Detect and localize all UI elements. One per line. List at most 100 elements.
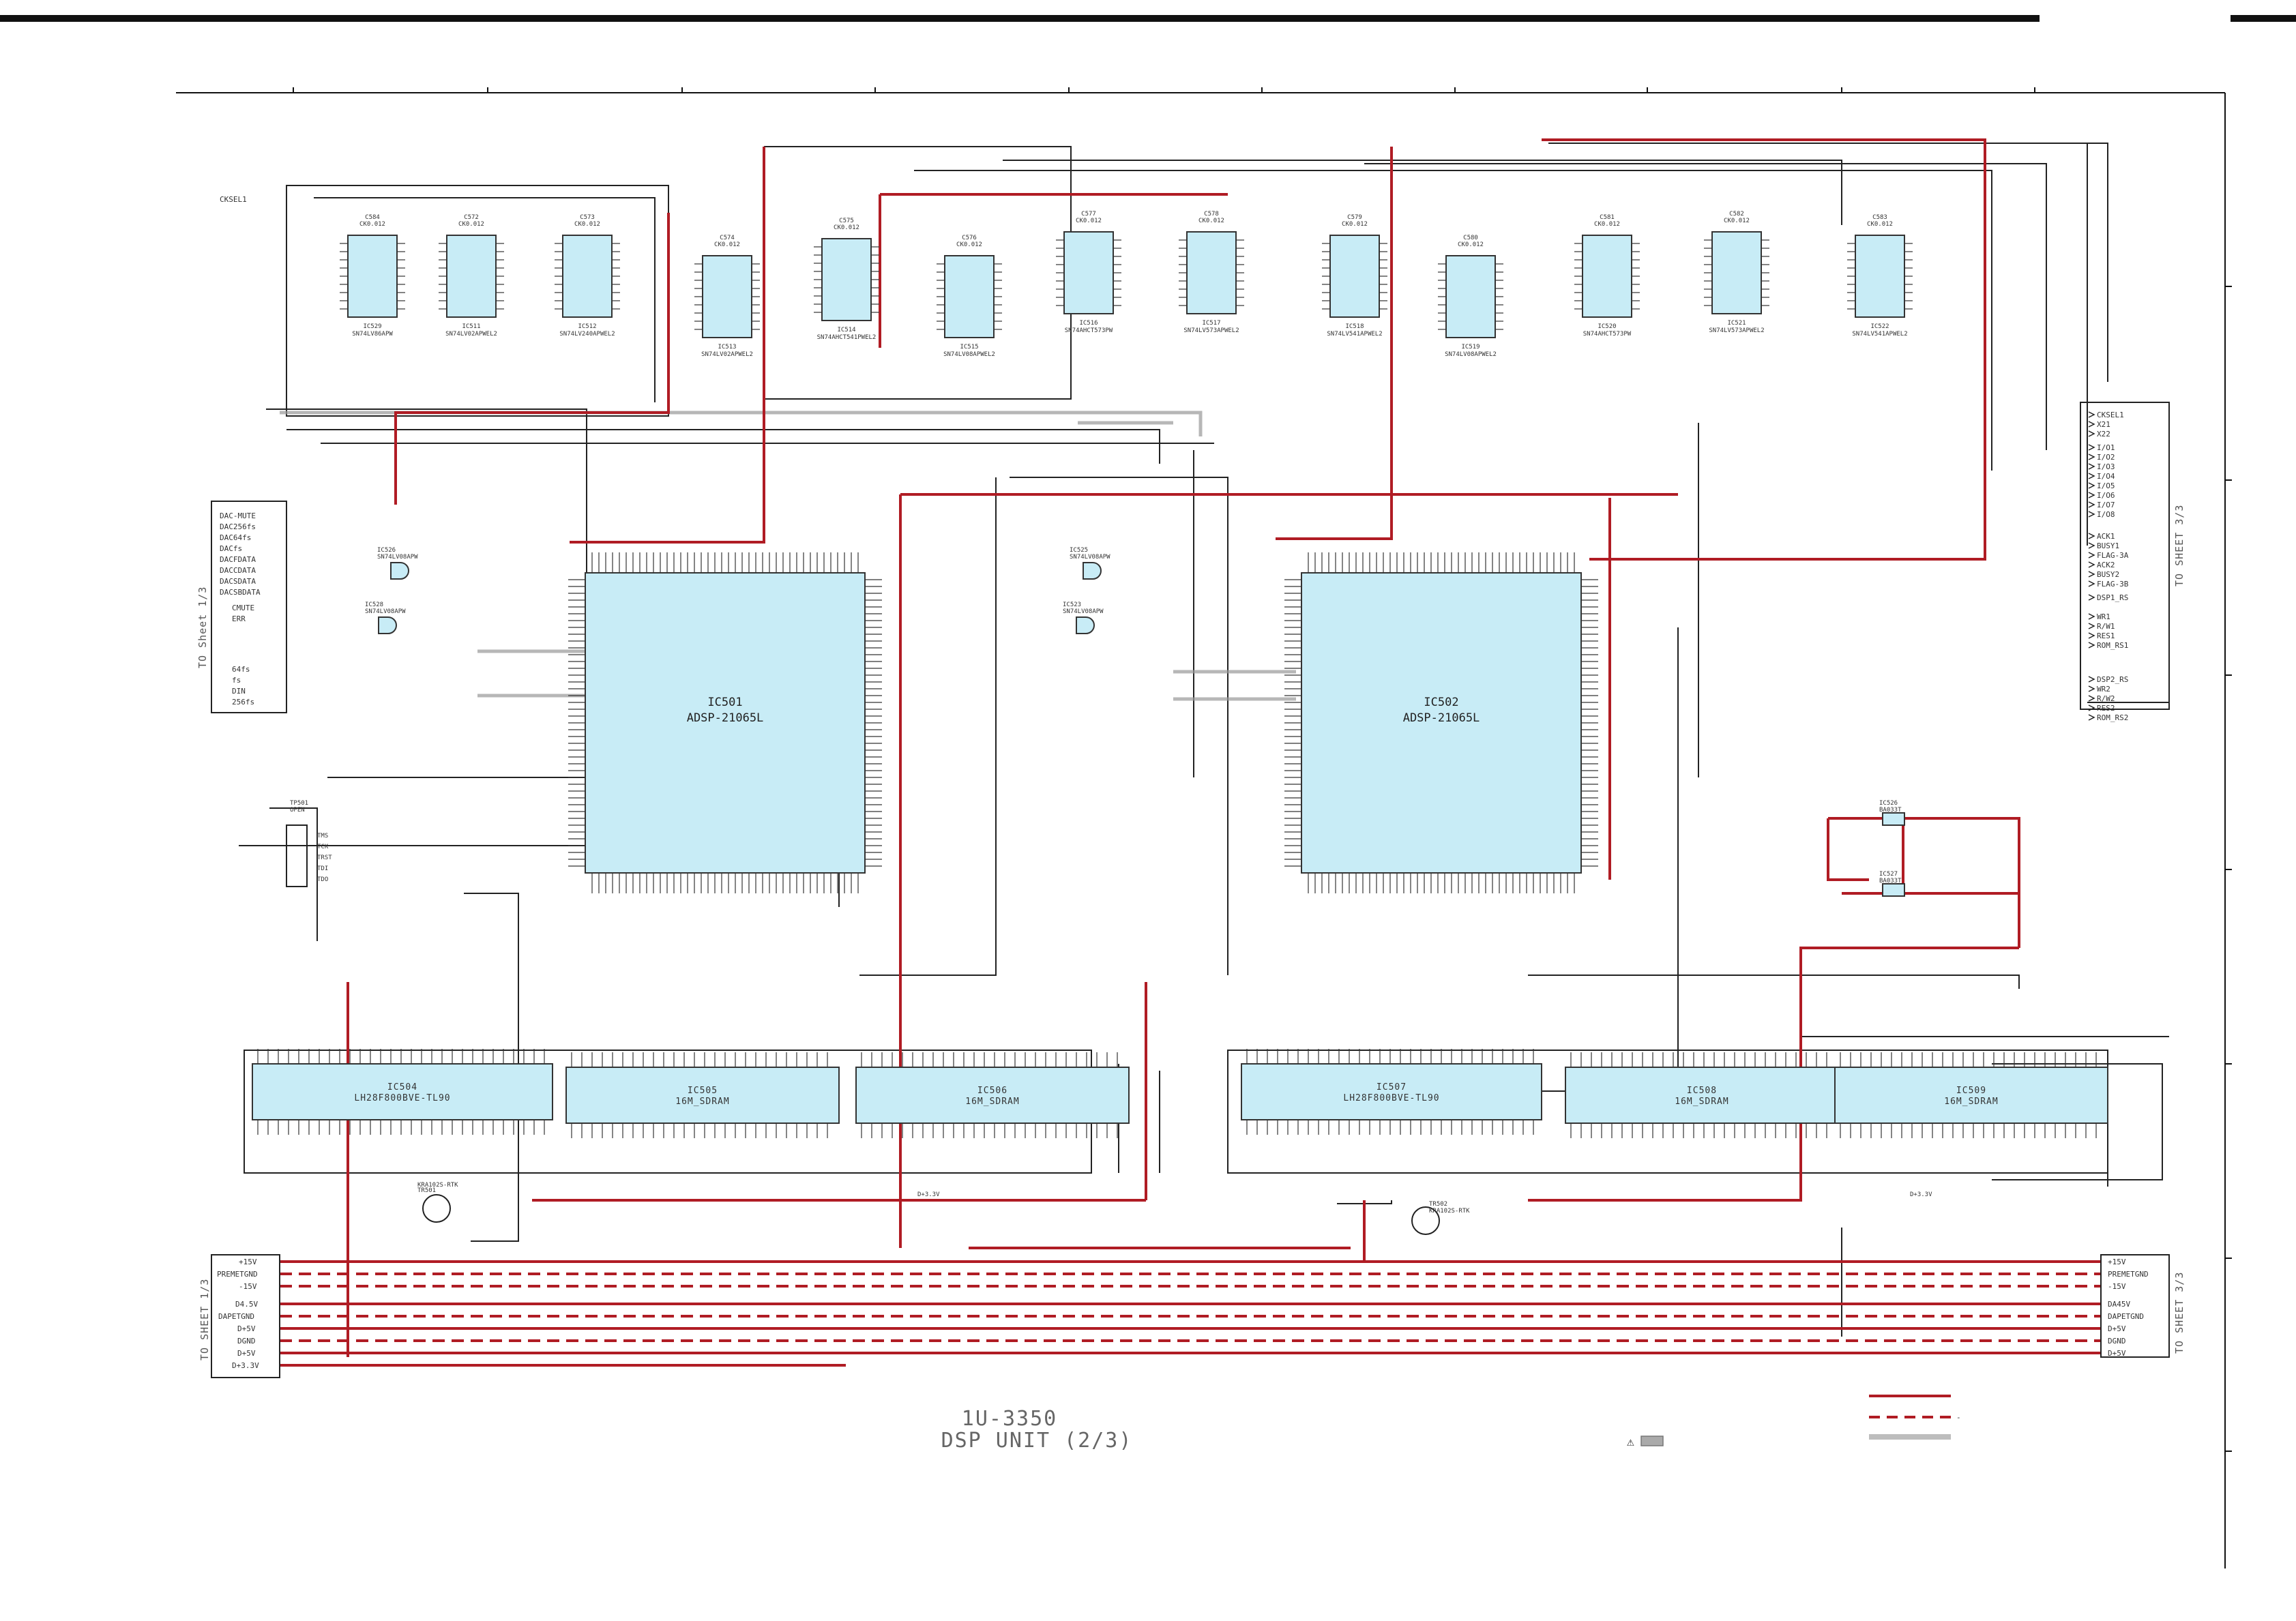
title-unit: DSP UNIT (2/3) <box>941 1429 1133 1453</box>
decoupling-cap-value: CK0.012 <box>1342 221 1368 228</box>
rail-label-right: D+3.3V <box>1910 1191 1932 1198</box>
logic-chip-part: SN74LV573APWEL2 <box>1709 327 1764 334</box>
warning-glyph: ⚠ <box>1627 1435 1634 1449</box>
power-right-d5v-b: D+5V <box>2108 1349 2126 1358</box>
memory-chip-part: 16M_SDRAM <box>965 1097 1019 1107</box>
port-arrow-icon <box>2088 511 2095 518</box>
logic-chip-ref: IC522 <box>1870 323 1889 330</box>
logic-chip-body <box>1855 235 1905 318</box>
right-sheet-label: TO SHEET 3/3 <box>2173 505 2185 586</box>
right-port-label: WR1 <box>2097 612 2110 621</box>
port-arrow-icon <box>2088 430 2095 437</box>
right-port-label: FLAG-3A <box>2097 551 2129 560</box>
transistor-tr502-part: KRA102S-RTK <box>1429 1208 1470 1215</box>
memory-chip-ref: IC506 <box>977 1086 1007 1096</box>
port-arrow-icon <box>2088 421 2095 428</box>
port-arrow-icon <box>2088 676 2095 683</box>
right-port-11: ACK1 <box>2088 532 2115 541</box>
right-port-label: I/O1 <box>2097 443 2115 452</box>
power-left-premetgnd: PREMETGND <box>217 1270 258 1279</box>
decoupling-cap-value: CK0.012 <box>1594 221 1620 228</box>
decoupling-cap-value: CK0.012 <box>1458 241 1484 248</box>
port-dacfdata: DACFDATA <box>220 555 256 564</box>
port-arrow-icon <box>2088 542 2095 549</box>
right-connector: TO SHEET 3/3 <box>2080 402 2185 710</box>
decoupling-cap-ref: C573 <box>580 214 595 221</box>
regulator-ic526-part: BA033T <box>1879 807 1902 814</box>
right-port-23: WR2 <box>2088 685 2110 694</box>
right-port-8: I/O6 <box>2088 491 2115 500</box>
right-port-label: R/W1 <box>2097 622 2115 631</box>
gate-chip-ref: IC528 <box>365 601 383 608</box>
port-arrow-icon <box>2088 492 2095 499</box>
dsp-ic502-part: ADSP-21065L <box>1403 711 1480 725</box>
top-border-bar <box>0 15 2040 22</box>
right-port-25: RES2 <box>2088 704 2115 713</box>
logic-chip-part: SN74AHCT573PW <box>1583 331 1632 338</box>
decoupling-cap-ref: C575 <box>839 218 854 224</box>
decoupling-cap-ref: C576 <box>962 235 977 241</box>
jtag-tdo: TDO <box>317 876 328 883</box>
right-port-label: I/O3 <box>2097 462 2115 471</box>
right-port-label: WR2 <box>2097 685 2110 694</box>
logic-chip-body <box>702 255 752 338</box>
jtag-header: TP501 OPEN TMS TCK TRST TDI TDO <box>286 800 332 887</box>
memory-chip-part: 16M_SDRAM <box>675 1097 729 1107</box>
right-port-label: RES1 <box>2097 631 2115 640</box>
right-port-10: I/O8 <box>2088 510 2115 519</box>
port-cmute: CMUTE <box>232 604 254 612</box>
logic-chip-part: SN74LV541APWEL2 <box>1327 331 1382 338</box>
logic-chip-part: SN74LV541APWEL2 <box>1852 331 1907 338</box>
and-gate-icon <box>1076 616 1095 634</box>
power-left-labels: +15V PREMETGND -15V D4.5V DAPETGND D+5V … <box>217 1258 259 1370</box>
logic-chip-ref: IC516 <box>1079 320 1098 327</box>
left-sheet-label: TO Sheet 1/3 <box>196 586 209 668</box>
port-arrow-icon <box>2088 561 2095 568</box>
port-arrow-icon <box>2088 632 2095 639</box>
bottom-right-connector: TO SHEET 3/3 <box>2100 1254 2185 1358</box>
gate-chip-ref: IC523 <box>1063 601 1081 608</box>
decoupling-cap-ref: C583 <box>1872 214 1887 221</box>
logic-chip-ref: IC513 <box>718 344 736 351</box>
logic-chip-ref: IC521 <box>1727 320 1746 327</box>
transistor-tr502-ref: TR502 <box>1429 1201 1447 1208</box>
logic-chip-part: SN74LV02APWEL2 <box>701 351 753 358</box>
power-left-dgnd: DGND <box>237 1337 256 1345</box>
logic-chip-part: SN74AHCT573PW <box>1065 327 1113 334</box>
decoupling-cap-ref: C572 <box>464 214 479 221</box>
dsp-ic502-ref: IC502 <box>1424 696 1458 709</box>
transistor-tr501-ref: TR501 <box>417 1187 436 1194</box>
regulator-ic527-ref: IC527 <box>1879 871 1898 878</box>
memory-chip-body <box>1241 1063 1542 1120</box>
power-right-d5v: D+5V <box>2108 1324 2126 1333</box>
logic-chip-ref: IC512 <box>578 323 596 330</box>
right-port-label: X21 <box>2097 420 2110 429</box>
right-port-0: CKSEL1 <box>2088 411 2124 419</box>
logic-chip-ref: IC515 <box>960 344 978 351</box>
logic-chip-body <box>1063 231 1114 314</box>
regulator-ic526-ref: IC526 <box>1879 800 1898 807</box>
logic-chip-ref: IC519 <box>1461 344 1480 351</box>
logic-chip-body <box>821 238 872 321</box>
right-port-label: I/O2 <box>2097 453 2115 462</box>
port-arrow-icon <box>2088 695 2095 702</box>
power-left-d33v: D+3.3V <box>232 1361 259 1370</box>
right-port-label: BUSY1 <box>2097 541 2119 550</box>
port-arrow-icon <box>2088 580 2095 587</box>
decoupling-cap-ref: C581 <box>1600 214 1615 221</box>
